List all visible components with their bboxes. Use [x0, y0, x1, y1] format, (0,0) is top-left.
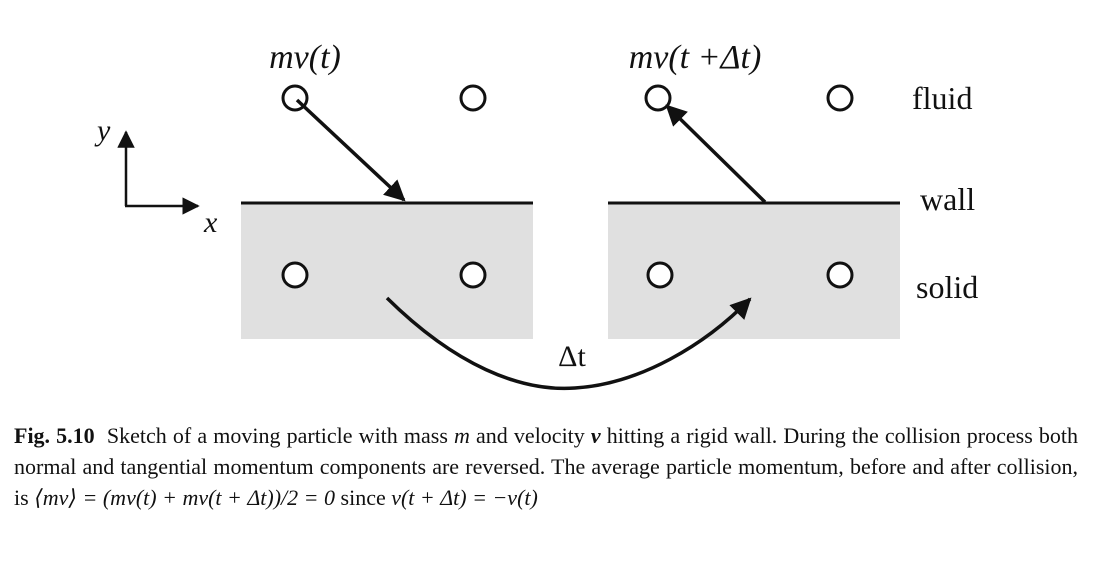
velocity-reversal-equation: v(t + Δt) = −v(t) [391, 485, 538, 510]
momentum-after-label: mv(t +Δt) [629, 39, 762, 76]
figure-caption: Fig. 5.10 Sketch of a moving particle wi… [14, 420, 1078, 513]
time-step-arrow [385, 296, 752, 391]
solid-label: solid [916, 269, 978, 305]
time-step-label: Δt [558, 340, 586, 373]
incoming-velocity-arrow [295, 98, 406, 202]
wall-label: wall [920, 181, 975, 217]
mass-symbol: m [454, 423, 470, 448]
caption-text-3: hitting a rigid wall. During the collisi… [14, 423, 1078, 510]
momentum-before-label: mv(t) [269, 39, 341, 76]
average-momentum-equation: ⟨mv⟩ = (mv(t) + mv(t + Δt))/2 = 0 [34, 485, 336, 510]
solid-particle [281, 261, 309, 289]
caption-text-1: Sketch of a moving particle with mass [106, 423, 455, 448]
fluid-particle [826, 84, 854, 112]
figure-number: Fig. 5.10 [14, 423, 95, 448]
velocity-symbol: v [590, 423, 601, 448]
solid-particle [646, 261, 674, 289]
solid-particle [826, 261, 854, 289]
caption-text-2: and velocity [469, 423, 591, 448]
outgoing-velocity-arrow [665, 104, 767, 204]
x-axis-label: x [203, 206, 218, 239]
y-axis-label: y [94, 114, 111, 147]
caption-text-4: since [335, 485, 392, 510]
fluid-label: fluid [912, 80, 972, 116]
fluid-particle [459, 84, 487, 112]
particle-wall-collision-diagram: mv(t) mv(t +Δt) fluid wall solid x y Δt [94, 39, 978, 391]
solid-particle [459, 261, 487, 289]
fluid-particle-outgoing [644, 84, 672, 112]
